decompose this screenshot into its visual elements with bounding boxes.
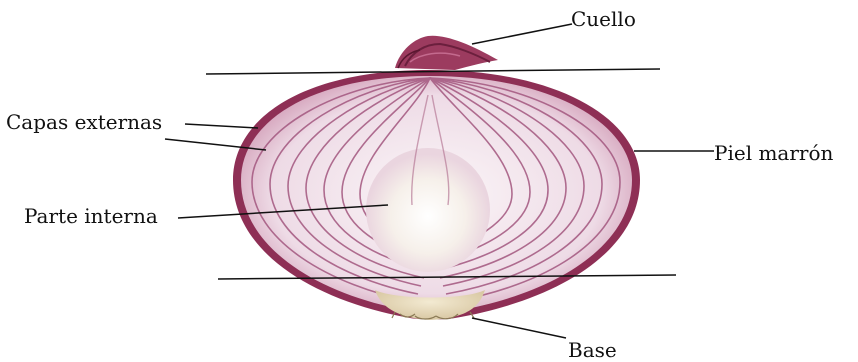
leader-line-neck: [472, 24, 572, 44]
leader-line-base: [472, 318, 566, 338]
leader-line-outer-layers-1: [185, 124, 258, 128]
label-brown-skin: Piel marrón: [714, 143, 833, 163]
onion-neck-tuft: [395, 36, 498, 70]
label-neck: Cuello: [571, 9, 636, 29]
label-base: Base: [568, 340, 617, 360]
onion-core: [366, 148, 490, 272]
label-inner-part: Parte interna: [24, 206, 158, 226]
label-outer-layers: Capas externas: [6, 112, 162, 132]
